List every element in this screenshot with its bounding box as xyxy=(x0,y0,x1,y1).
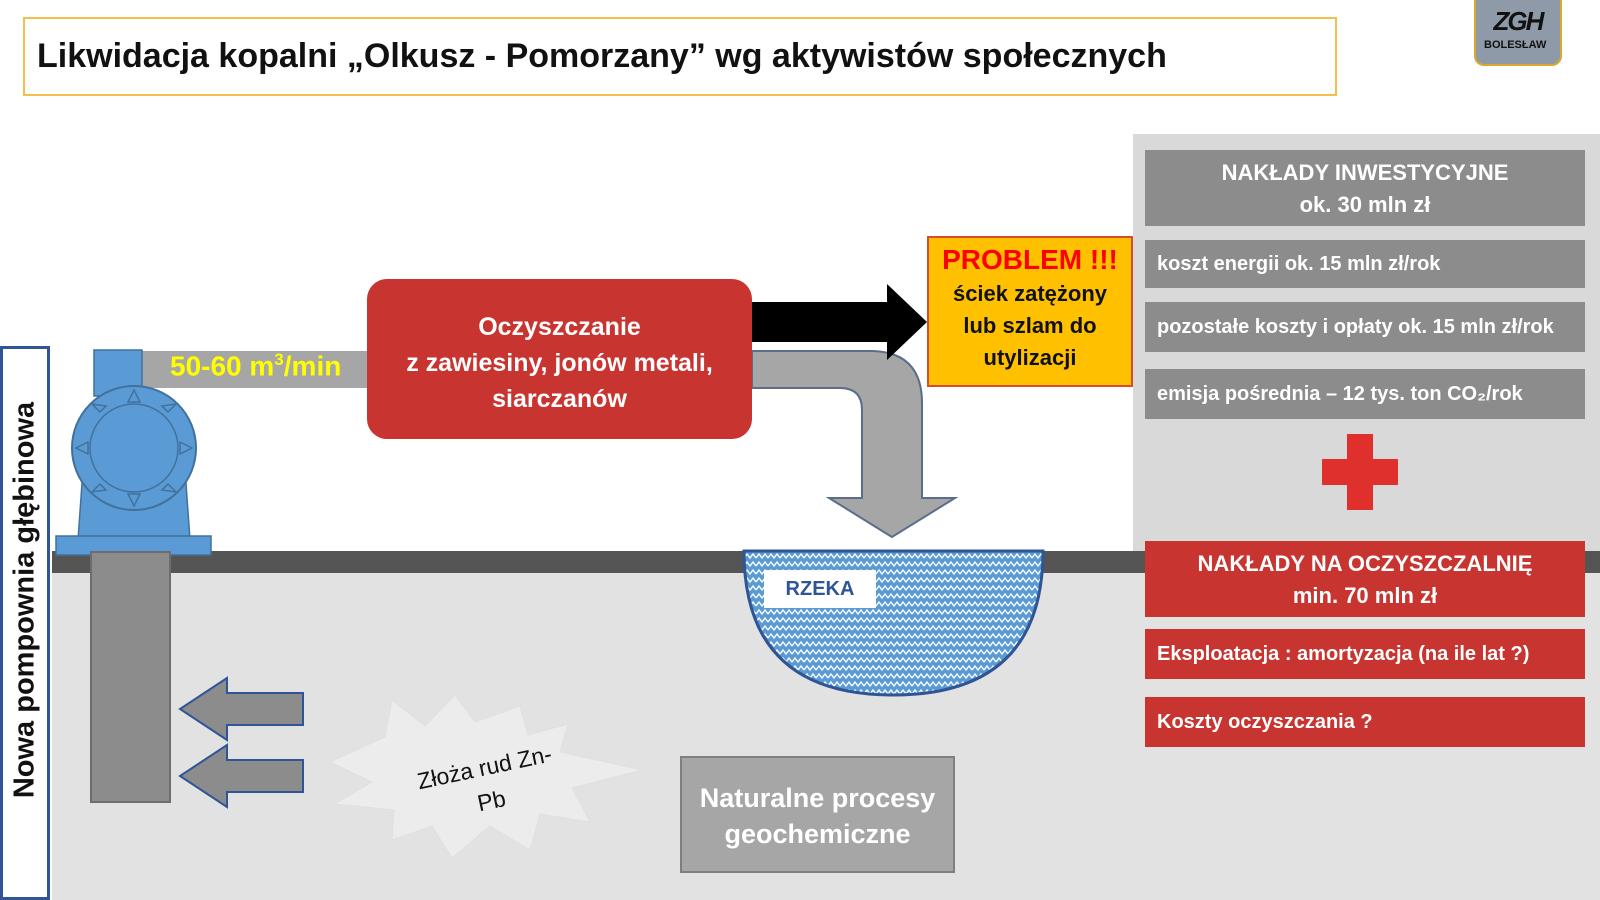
flow-rate-unit: /min xyxy=(283,350,342,382)
inflow-arrow-lower xyxy=(178,743,304,809)
company-logo: ZGH BOLESŁAW xyxy=(1474,0,1562,66)
energy-cost-text: koszt energii ok. 15 mln zł/rok xyxy=(1157,252,1441,275)
flow-rate-value: 50-60 m xyxy=(170,350,275,382)
problem-line-2: lub szlam do xyxy=(963,313,1097,338)
deposit-burst-shape xyxy=(328,694,643,859)
treatment-line-2: z zawiesiny, jonów metali, xyxy=(406,349,713,377)
treatment-costs-box: Koszty oczyszczania ? xyxy=(1145,697,1585,747)
treatment-box: Oczyszczanie z zawiesiny, jonów metali, … xyxy=(367,279,752,439)
problem-box: PROBLEM !!! ściek zatężony lub szlam do … xyxy=(927,236,1133,387)
logo-sub-text: BOLESŁAW xyxy=(1484,39,1547,51)
emission-text: emisja pośrednia – 12 tys. ton CO₂/rok xyxy=(1157,382,1523,405)
investment-box: NAKŁADY INWESTYCYJNE ok. 30 mln zł xyxy=(1145,150,1585,226)
pump-icon xyxy=(55,349,212,556)
treatment-line-3: siarczanów xyxy=(492,385,627,413)
emission-box: emisja pośrednia – 12 tys. ton CO₂/rok xyxy=(1145,369,1585,419)
plant-investment-box: NAKŁADY NA OCZYSZCZALNIĘ min. 70 mln zł xyxy=(1145,541,1585,617)
flow-rate-label: 50-60 m3/min xyxy=(170,350,341,382)
other-costs-text: pozostałe koszty i opłaty ok. 15 mln zł/… xyxy=(1157,315,1554,338)
logo-main-text: ZGH xyxy=(1493,6,1545,36)
river-label: RZEKA xyxy=(764,570,876,608)
plant-line-2: min. 70 mln zł xyxy=(1292,583,1438,608)
arrow-to-problem xyxy=(752,284,927,360)
problem-line-1: ściek zatężony xyxy=(952,281,1108,306)
natural-line-1: Naturalne procesy xyxy=(699,783,936,813)
problem-heading: PROBLEM !!! xyxy=(942,244,1118,275)
natural-line-2: geochemiczne xyxy=(724,819,911,849)
inflow-arrow-upper xyxy=(178,676,304,742)
outflow-pipe xyxy=(751,350,959,539)
side-label-frame xyxy=(0,346,50,900)
natural-processes-box: Naturalne procesy geochemiczne xyxy=(680,756,955,873)
treatment-line-1: Oczyszczanie xyxy=(478,313,641,341)
operation-box: Eksploatacja : amortyzacja (na ile lat ?… xyxy=(1145,629,1585,679)
other-costs-box: pozostałe koszty i opłaty ok. 15 mln zł/… xyxy=(1145,302,1585,352)
operation-text: Eksploatacja : amortyzacja (na ile lat ?… xyxy=(1157,642,1530,665)
investment-line-1: NAKŁADY INWESTYCYJNE xyxy=(1221,160,1509,185)
title-box: Likwidacja kopalni „Olkusz - Pomorzany” … xyxy=(23,17,1337,96)
intake-pipe xyxy=(140,351,370,388)
page-title: Likwidacja kopalni „Olkusz - Pomorzany” … xyxy=(37,37,1167,75)
investment-line-2: ok. 30 mln zł xyxy=(1299,192,1431,217)
side-label: Nowa pompownia głębinowa xyxy=(8,401,41,799)
problem-line-3: utylizacji xyxy=(983,345,1077,370)
energy-cost-box: koszt energii ok. 15 mln zł/rok xyxy=(1145,240,1585,288)
flow-rate-superscript: 3 xyxy=(274,350,284,369)
plant-line-1: NAKŁADY NA OCZYSZCZALNIĘ xyxy=(1197,551,1533,576)
treatment-costs-text: Koszty oczyszczania ? xyxy=(1157,710,1373,733)
pump-shaft xyxy=(90,551,171,803)
plus-sign-icon xyxy=(1322,434,1398,510)
